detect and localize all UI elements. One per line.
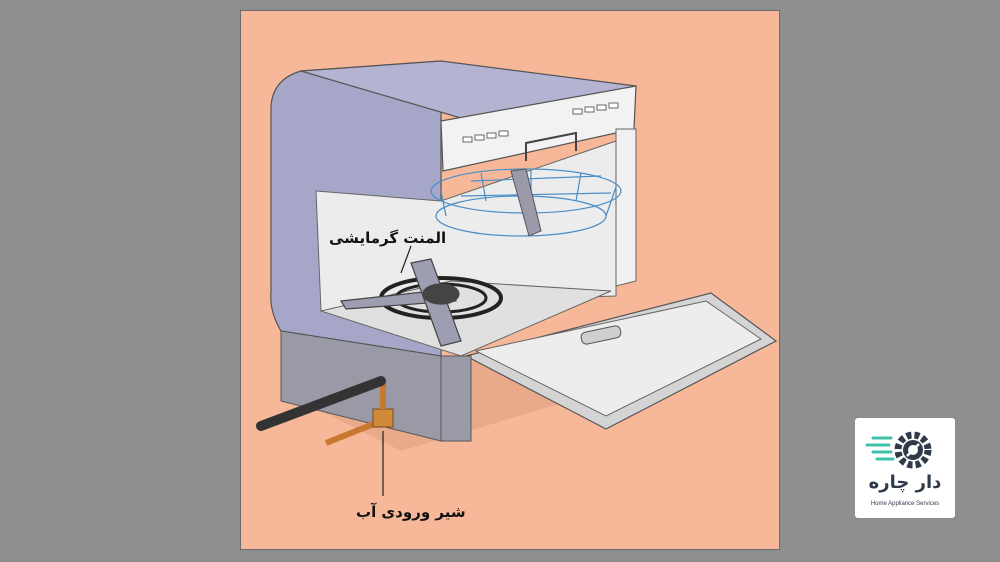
door-inner-panel bbox=[474, 300, 762, 417]
upper-spray-arm bbox=[510, 168, 542, 237]
dishwasher-illustration bbox=[256, 60, 778, 496]
gear-wrench-icon bbox=[865, 431, 932, 469]
brand-logo: دار چاره Home Appliance Services bbox=[855, 418, 955, 518]
water-inlet-valve-label: شیر ورودی آب bbox=[356, 503, 466, 521]
drain-hose bbox=[256, 376, 386, 431]
door-handle bbox=[525, 131, 577, 161]
lower-spray-arm bbox=[339, 258, 462, 347]
diagram-panel: المنت گرمایشی شیر ورودی آب bbox=[240, 10, 780, 550]
heating-element-label: المنت گرمایشی bbox=[329, 229, 447, 247]
side-frame bbox=[615, 128, 637, 287]
brand-tagline: Home Appliance Services bbox=[870, 501, 940, 507]
brand-name: دار چاره bbox=[868, 472, 942, 493]
detergent-cup bbox=[580, 325, 622, 345]
panel-buttons bbox=[462, 102, 619, 143]
leader-heating bbox=[400, 245, 412, 274]
